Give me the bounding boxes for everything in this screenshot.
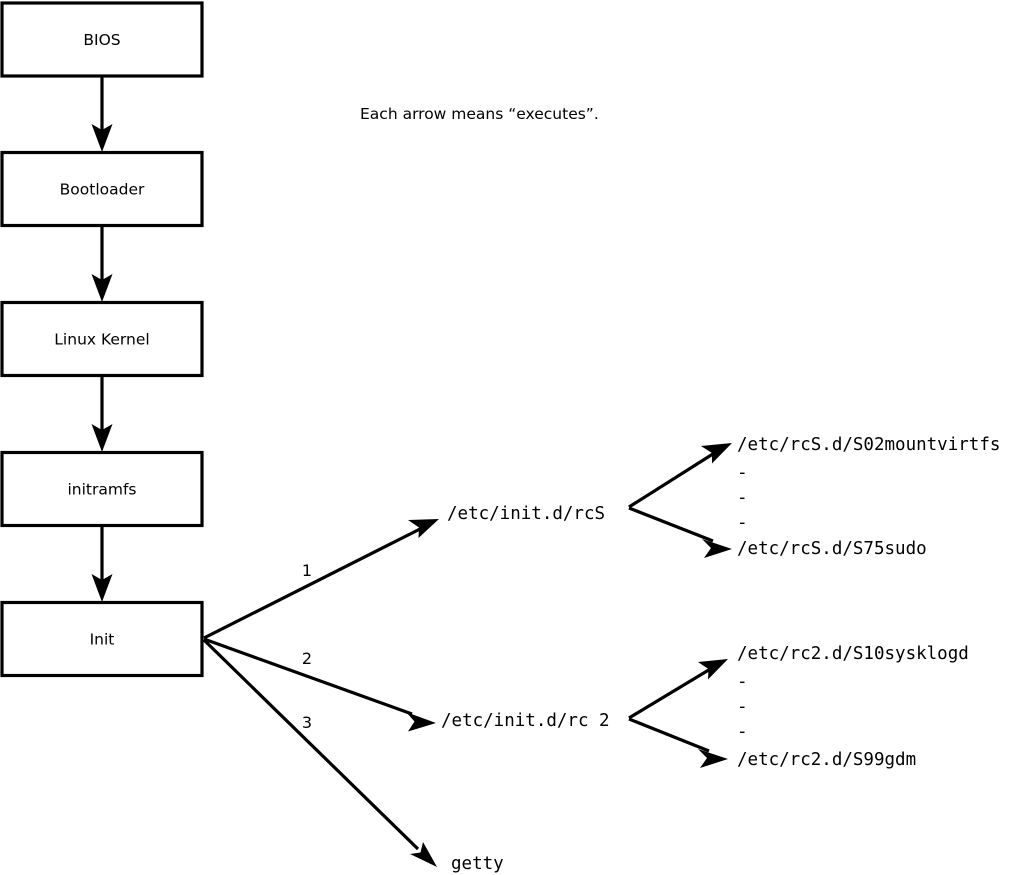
arrow-head-icon: [91, 574, 113, 602]
arrow-shaft: [203, 525, 425, 640]
arrow-head-icon: [406, 712, 436, 732]
arrow-head-icon: [701, 443, 732, 464]
box-label-init: Init: [90, 631, 115, 649]
box-bios[interactable]: [0, 1, 204, 78]
label-rc2-ellipsis-3: -: [737, 722, 748, 742]
label-rcs-ellipsis-2: -: [737, 488, 748, 508]
label-etc-initd-rcs: /etc/init.d/rcS: [447, 504, 605, 524]
arrow-shaft: [202, 638, 420, 851]
arrow-init-to-getty: [202, 638, 437, 867]
arrow-rc2-to-last-script: [628, 717, 728, 768]
node-initramfs[interactable]: initramfs: [0, 450, 204, 528]
arrow-rcs-to-first-script: [628, 443, 732, 509]
box-init[interactable]: [0, 600, 204, 678]
arrow-bios-to-bootloader: [91, 76, 113, 152]
arrow-initramfs-to-init: [91, 525, 113, 602]
arrow-shaft: [628, 450, 717, 509]
label-rc2-ellipsis-1: -: [737, 672, 748, 692]
node-bios[interactable]: BIOS: [0, 1, 204, 78]
arrow-kernel-to-initramfs: [91, 375, 113, 452]
box-linux-kernel[interactable]: [0, 300, 204, 378]
arrow-head-icon: [91, 274, 113, 302]
arrow-head-icon: [698, 659, 728, 680]
arrow-head-icon: [91, 124, 113, 152]
branch-number-3: 3: [302, 713, 312, 732]
diagram-caption: Each arrow means “executes”.: [360, 105, 599, 123]
label-rcs-ellipsis-1: -: [737, 463, 748, 483]
box-label-bootloader: Bootloader: [60, 181, 145, 199]
arrow-shaft: [203, 637, 413, 716]
arrow-shaft: [628, 666, 713, 720]
arrow-head-icon: [410, 842, 437, 867]
label-getty: getty: [451, 854, 504, 874]
box-label-initramfs: initramfs: [67, 481, 136, 499]
label-rc2-ellipsis-2: -: [737, 697, 748, 717]
node-init[interactable]: Init: [0, 600, 204, 678]
arrow-rc2-to-first-script: [628, 659, 728, 720]
label-rcs-ellipsis-3: -: [737, 513, 748, 533]
arrow-head-icon: [702, 539, 732, 558]
node-bootloader[interactable]: Bootloader: [0, 150, 204, 228]
arrow-shaft: [628, 506, 714, 543]
label-rcs-first-script: /etc/rcS.d/S02mountvirtfs: [737, 435, 1000, 455]
box-bootloader[interactable]: [0, 150, 204, 228]
arrow-init-to-rcs: [203, 519, 439, 640]
arrow-rcs-to-last-script: [628, 506, 732, 558]
label-rc2-last-script: /etc/rc2.d/S99gdm: [737, 750, 916, 770]
arrow-head-icon: [408, 519, 439, 538]
box-label-linux-kernel: Linux Kernel: [54, 331, 149, 349]
label-rcs-last-script: /etc/rcS.d/S75sudo: [737, 539, 927, 559]
box-label-bios: BIOS: [83, 31, 120, 49]
branch-number-2: 2: [302, 649, 312, 668]
arrow-init-to-rc2: [203, 637, 436, 732]
label-rc2-first-script: /etc/rc2.d/S10sysklogd: [737, 644, 969, 664]
arrow-head-icon: [698, 749, 728, 768]
arrow-bootloader-to-kernel: [91, 225, 113, 302]
label-etc-initd-rc2: /etc/init.d/rc 2: [441, 711, 610, 731]
arrow-head-icon: [91, 424, 113, 452]
arrow-shaft: [628, 717, 710, 753]
node-linux-kernel[interactable]: Linux Kernel: [0, 300, 204, 378]
branch-number-1: 1: [302, 561, 312, 580]
